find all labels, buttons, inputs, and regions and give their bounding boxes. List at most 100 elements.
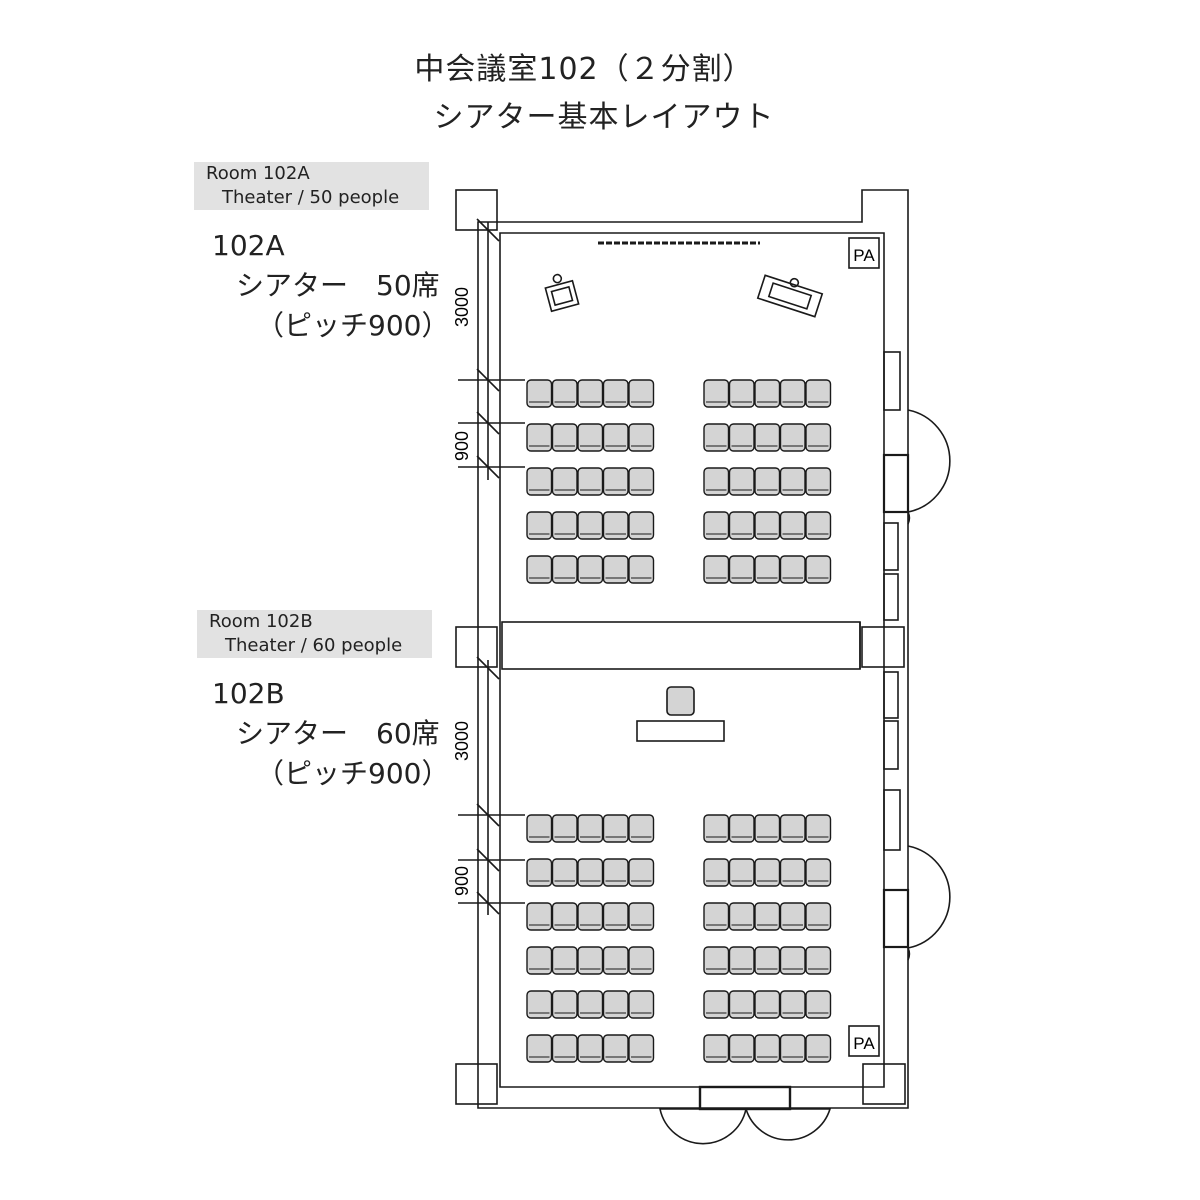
seat-102a bbox=[805, 555, 832, 584]
seat-102a bbox=[754, 555, 781, 584]
room-102b-layout: シアター 60席 bbox=[236, 717, 440, 750]
dimension-tick bbox=[476, 803, 500, 827]
seat-102b bbox=[779, 990, 806, 1019]
seat-102b bbox=[703, 902, 730, 931]
seat-102b bbox=[805, 858, 832, 887]
seat-102a bbox=[703, 423, 730, 452]
seat-102b bbox=[602, 902, 629, 931]
seat-102a bbox=[728, 511, 755, 540]
seat-102a bbox=[779, 467, 806, 496]
seat-102b bbox=[728, 814, 755, 843]
seat-102b bbox=[728, 990, 755, 1019]
room-102a-tag-name: Room 102A bbox=[206, 163, 310, 184]
seat-102b bbox=[628, 1034, 655, 1063]
dimension-tick bbox=[476, 218, 500, 242]
seat-102b bbox=[703, 946, 730, 975]
seat-102b bbox=[754, 990, 781, 1019]
seat-102a bbox=[805, 467, 832, 496]
seat-102a bbox=[728, 555, 755, 584]
pa-box-top bbox=[848, 237, 880, 269]
seat-102a bbox=[754, 467, 781, 496]
entrance-door bbox=[698, 1085, 792, 1111]
dim-102b-front: 3000 bbox=[452, 721, 472, 761]
seat-102b bbox=[628, 902, 655, 931]
seat-102a bbox=[779, 511, 806, 540]
column-bottom-right bbox=[862, 1063, 906, 1105]
seat-102a bbox=[628, 511, 655, 540]
seat-102a bbox=[577, 423, 604, 452]
column-mid-right bbox=[861, 626, 905, 668]
seat-102a bbox=[551, 511, 578, 540]
seat-102a bbox=[805, 379, 832, 408]
seat-102a bbox=[577, 555, 604, 584]
seat-102a bbox=[628, 423, 655, 452]
seat-102a bbox=[526, 423, 553, 452]
door-frame-bottom bbox=[882, 888, 910, 949]
seat-102a bbox=[577, 379, 604, 408]
seat-102a bbox=[703, 379, 730, 408]
seat-102b bbox=[703, 990, 730, 1019]
outer-wall bbox=[477, 189, 909, 1109]
seat-102b bbox=[728, 858, 755, 887]
column-bottom-left bbox=[455, 1063, 498, 1105]
seat-102a bbox=[526, 467, 553, 496]
dim-102a-front: 3000 bbox=[452, 287, 472, 327]
room-102a-code: 102A bbox=[212, 229, 285, 262]
room-102b-info: 102B シアター 60席 （ピッチ900） bbox=[212, 674, 449, 794]
vent-b1 bbox=[883, 671, 899, 719]
door-swing-top-small bbox=[907, 511, 911, 525]
room-102b-pitch: （ピッチ900） bbox=[256, 757, 450, 790]
seat-102b bbox=[728, 1034, 755, 1063]
seat-102b bbox=[779, 946, 806, 975]
seat-102a bbox=[526, 555, 553, 584]
room-102b-code: 102B bbox=[212, 677, 285, 710]
seat-102a bbox=[779, 423, 806, 452]
seat-102b bbox=[551, 902, 578, 931]
seat-102b bbox=[602, 1034, 629, 1063]
seat-102a bbox=[754, 423, 781, 452]
seat-102b bbox=[602, 858, 629, 887]
seat-102a bbox=[628, 379, 655, 408]
presenter-chair bbox=[666, 686, 695, 716]
presenter-desk bbox=[636, 720, 725, 742]
column-top-left bbox=[455, 189, 498, 231]
seat-102a bbox=[728, 423, 755, 452]
seat-102a bbox=[805, 511, 832, 540]
seat-102b bbox=[628, 858, 655, 887]
seat-102b bbox=[779, 902, 806, 931]
dimension-tick bbox=[476, 411, 500, 435]
vent-b2 bbox=[883, 720, 899, 770]
entrance-swing-left bbox=[659, 1108, 747, 1145]
dimension-tick bbox=[476, 848, 500, 872]
pa-label-bottom: PA bbox=[853, 1034, 875, 1053]
seat-102a bbox=[602, 379, 629, 408]
seat-102a bbox=[577, 511, 604, 540]
column-mid-left bbox=[455, 626, 498, 668]
seat-102b bbox=[526, 1034, 553, 1063]
room-102a-tag: Room 102A Theater / 50 people bbox=[194, 162, 429, 210]
seat-102a bbox=[703, 555, 730, 584]
cabinet-bottom bbox=[883, 789, 901, 851]
seat-102b bbox=[577, 858, 604, 887]
seat-102a bbox=[602, 511, 629, 540]
dimension-tick bbox=[476, 368, 500, 392]
seat-102a bbox=[526, 379, 553, 408]
door-frame-top bbox=[882, 453, 910, 514]
seat-102a bbox=[526, 511, 553, 540]
seat-102b bbox=[754, 858, 781, 887]
seat-102a bbox=[728, 467, 755, 496]
seat-102a bbox=[728, 379, 755, 408]
vent-a1 bbox=[883, 522, 899, 571]
seat-102b bbox=[754, 814, 781, 843]
seat-102b bbox=[728, 946, 755, 975]
seat-102b bbox=[703, 1034, 730, 1063]
seat-102a bbox=[551, 555, 578, 584]
lectern-left-icon bbox=[544, 273, 580, 313]
seat-102b bbox=[526, 814, 553, 843]
seat-102b bbox=[577, 1034, 604, 1063]
inner-wall bbox=[499, 232, 885, 1088]
lectern-right-icon bbox=[756, 274, 824, 318]
pa-label-top: PA bbox=[853, 246, 875, 265]
seat-102b bbox=[628, 946, 655, 975]
